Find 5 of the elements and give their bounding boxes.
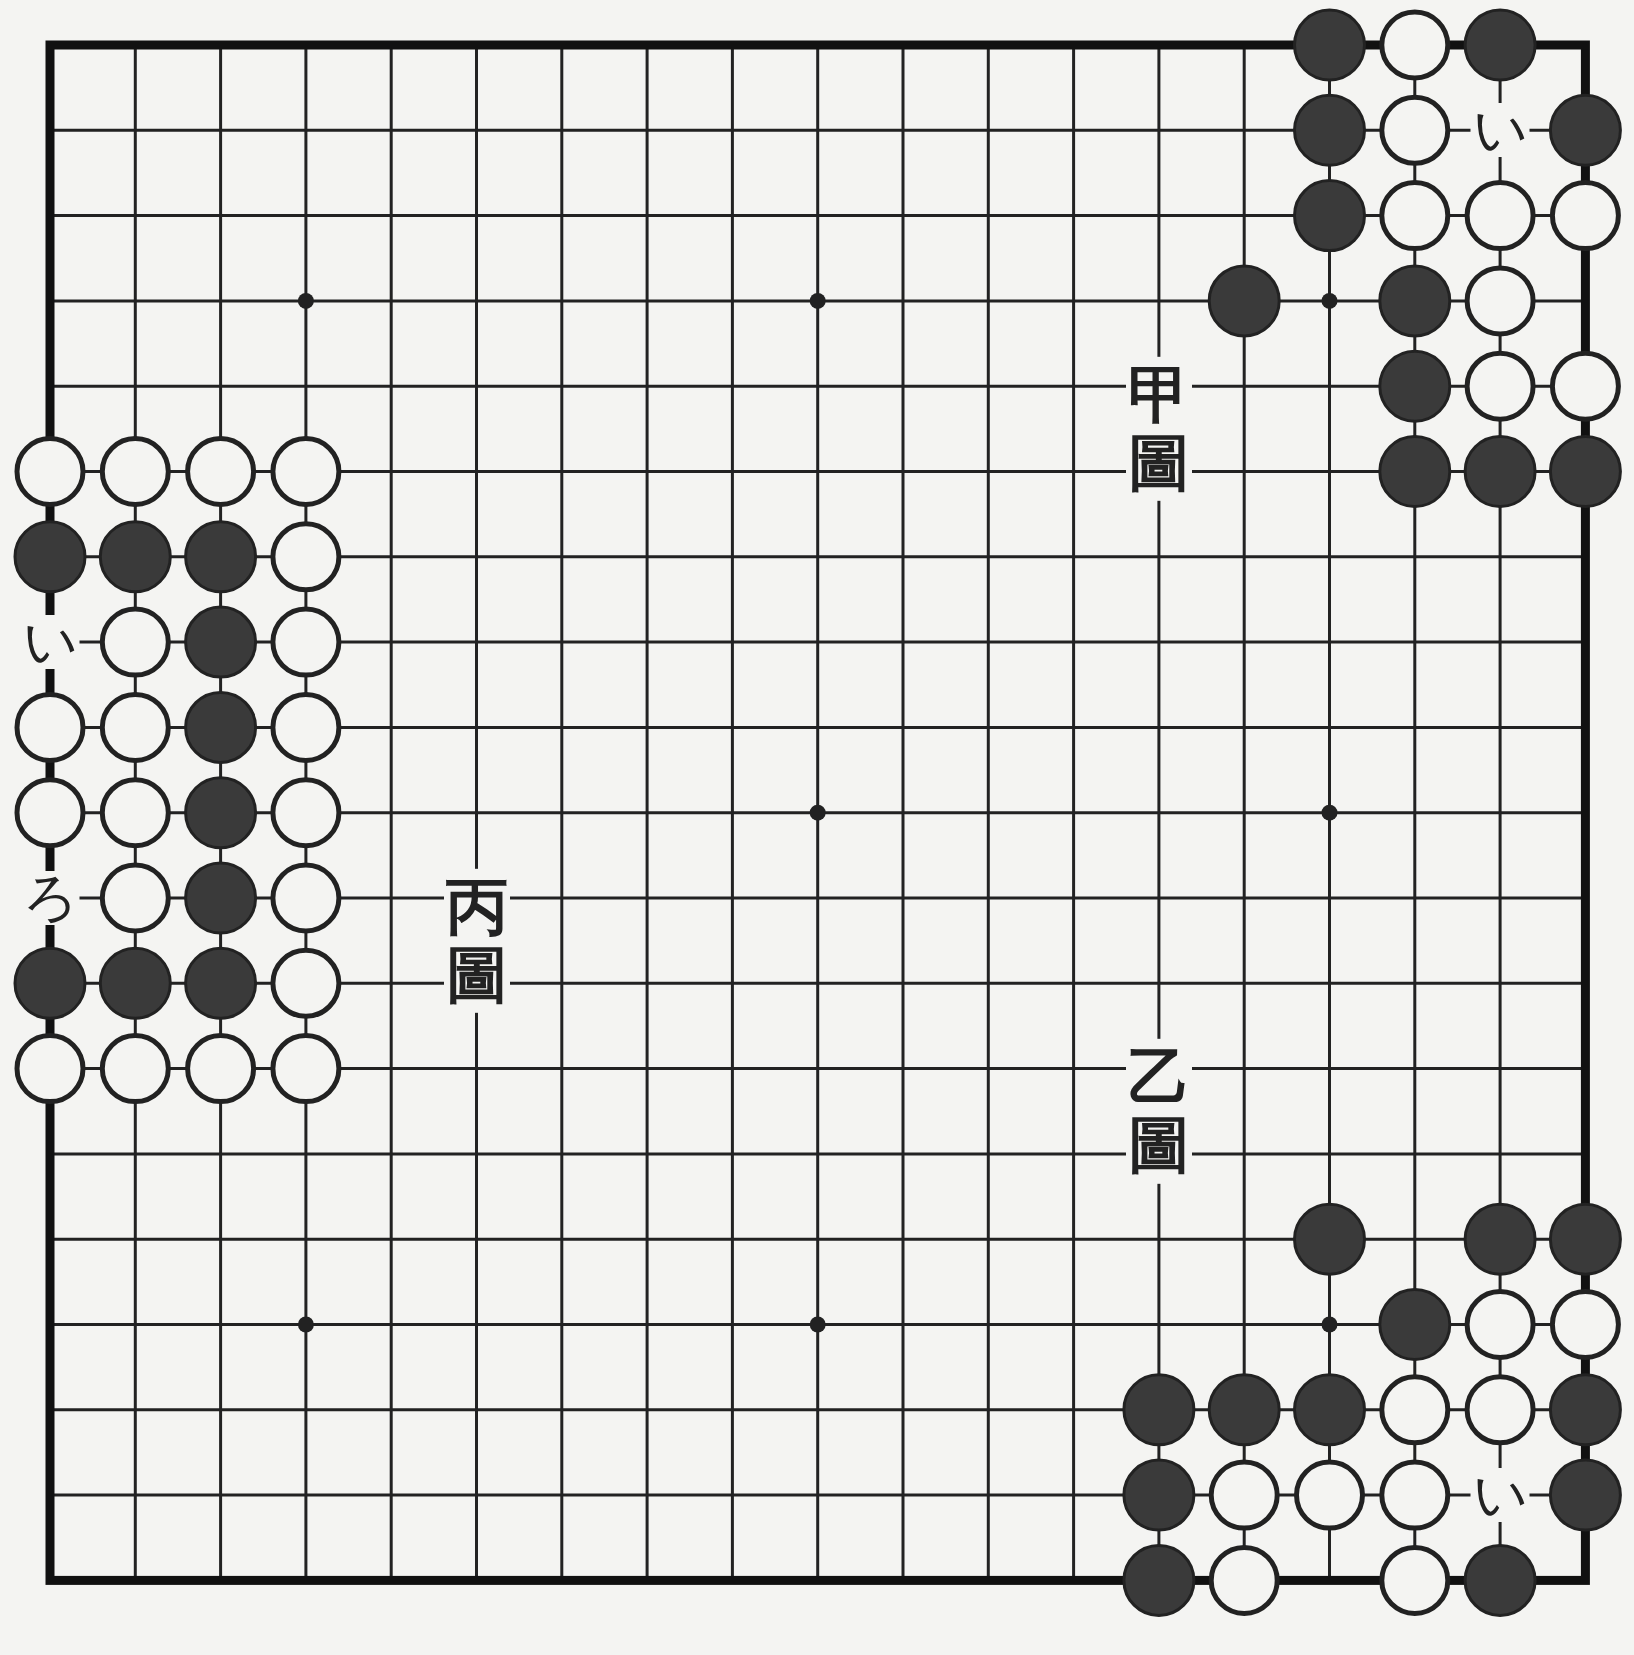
point-label: い: [1470, 1468, 1530, 1523]
figure-label: 甲圖: [1125, 356, 1192, 502]
figure-label: 乙圖: [1125, 1039, 1192, 1184]
figure-label: 丙圖: [443, 868, 510, 1013]
point-label: い: [1470, 103, 1530, 158]
